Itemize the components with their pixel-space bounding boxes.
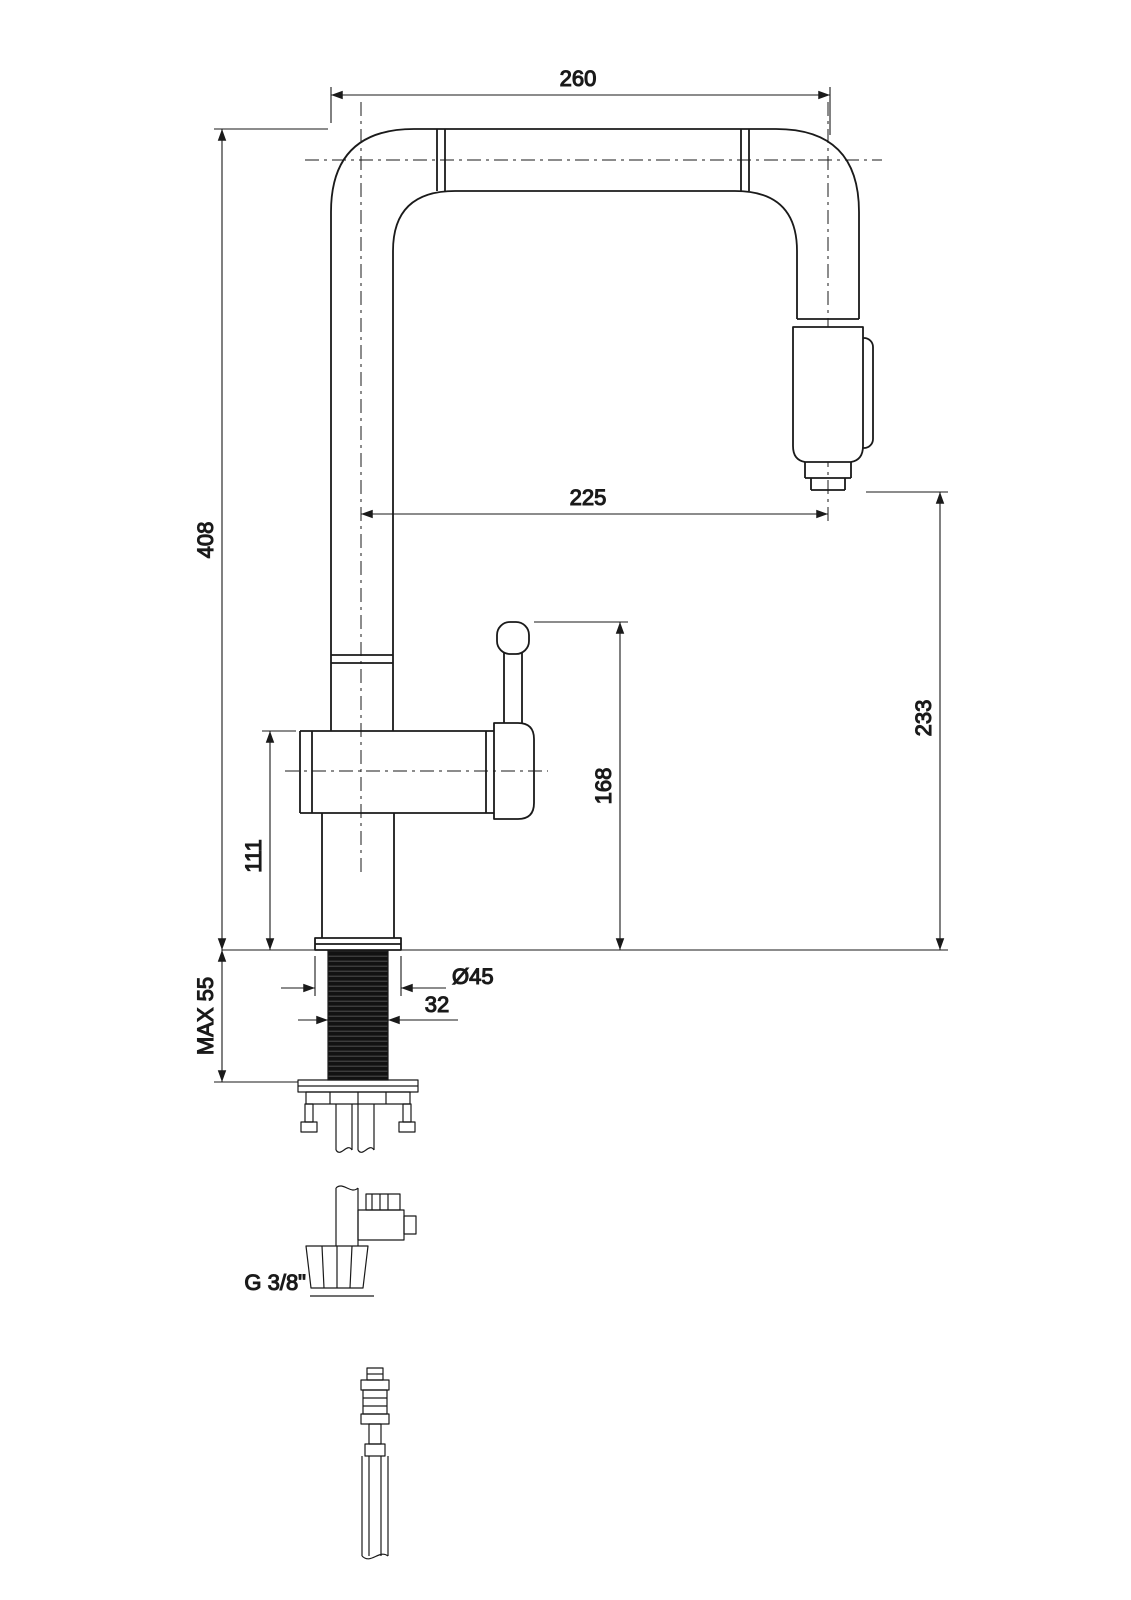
dimension-260: 260 bbox=[330, 65, 831, 135]
connection-nut bbox=[305, 1245, 369, 1289]
lever-handle bbox=[493, 621, 535, 820]
mounting-screw-left bbox=[304, 1103, 314, 1123]
valve-handle bbox=[365, 1193, 401, 1211]
dim-label-max-counter: MAX 55 bbox=[193, 977, 218, 1055]
dim-label-spout-reach: 225 bbox=[570, 485, 607, 510]
faucet-outline bbox=[222, 128, 948, 1560]
dim-label-top-width: 260 bbox=[560, 66, 597, 91]
dimension-max55: MAX 55 bbox=[192, 949, 298, 1083]
dimension-168: 168 bbox=[534, 621, 628, 951]
spray-head bbox=[792, 318, 874, 491]
base-column bbox=[314, 813, 402, 951]
dim-label-base-diameter: Ø45 bbox=[452, 964, 494, 989]
dim-label-shank-width: 32 bbox=[425, 992, 449, 1017]
mixer-body bbox=[299, 730, 494, 814]
dim-label-handle-height: 168 bbox=[591, 768, 616, 805]
dimension-233: 233 bbox=[866, 491, 948, 951]
dim-label-body-height: 111 bbox=[241, 839, 266, 872]
mounting-screw-right bbox=[402, 1103, 412, 1123]
dimension-111: 111 bbox=[240, 730, 296, 951]
mounting-hardware bbox=[297, 1079, 419, 1133]
spout-arch bbox=[330, 128, 860, 731]
dim-label-outlet-height: 233 bbox=[911, 700, 936, 737]
hose-connector bbox=[360, 1367, 390, 1560]
supply-hoses bbox=[335, 1104, 375, 1153]
dim-label-thread: G 3/8" bbox=[244, 1270, 306, 1295]
dim-label-total-height: 408 bbox=[193, 522, 218, 559]
threaded-shank bbox=[327, 950, 389, 1081]
dimension-32: 32 bbox=[298, 991, 458, 1025]
dimension-225: 225 bbox=[360, 484, 829, 519]
dimension-408: 408 bbox=[192, 128, 328, 951]
dimension-annotations: 260 408 225 233 168 111 bbox=[192, 65, 948, 1296]
dimension-thread: G 3/8" bbox=[244, 1269, 307, 1295]
angle-valve bbox=[305, 1185, 417, 1297]
dimension-d45: Ø45 bbox=[281, 956, 494, 996]
